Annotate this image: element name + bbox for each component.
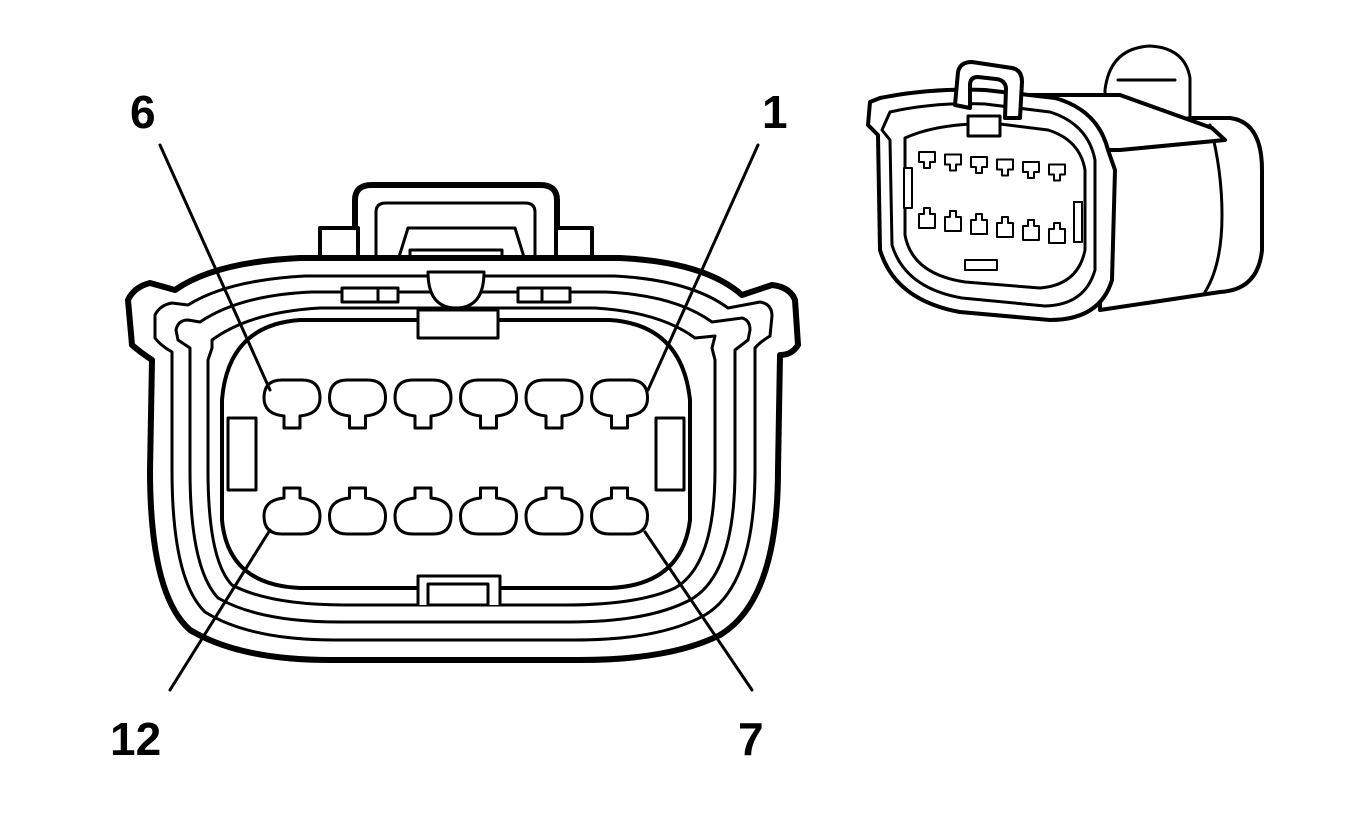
cavity-10 [393,486,453,536]
connector-perspective-view [866,44,1264,322]
side-slot-right [654,416,686,492]
cavity-12 [262,486,322,536]
pin-label-12: 12 [110,713,161,765]
perspective-cavity-row-bottom [918,207,1066,244]
connector-face [220,318,692,590]
leader-line-1 [646,143,760,392]
perspective-cavity-top [944,153,962,172]
cavity-4 [393,378,453,430]
perspective-cavity-bottom [1048,222,1066,244]
pin-callouts: 6 1 12 7 [110,86,788,765]
perspective-cavity-top [970,156,988,174]
perspective-cavity-top [1022,161,1040,179]
connector-face-view [125,182,801,663]
cavity-row-bottom [262,486,649,536]
cavity-2 [524,378,584,430]
pin-label-7: 7 [738,713,764,765]
cavity-8 [524,486,584,536]
perspective-cavity-bottom [996,216,1014,238]
face-top-notch [426,270,486,310]
perspective-cavity-bottom [918,207,936,229]
pin-label-1: 1 [762,86,788,138]
perspective-cavity-row-top [918,151,1066,182]
perspective-cavity-bottom [970,213,988,235]
perspective-cavity-bottom [944,210,962,232]
leader-line-7 [643,530,754,692]
cavity-5 [328,378,387,430]
perspective-cavity-top [996,158,1014,177]
cavity-9 [459,486,518,536]
cavity-11 [328,486,387,536]
leader-line-12 [168,528,272,692]
cavity-7 [590,486,649,536]
cavity-row-top [262,378,649,430]
leader-line-6 [158,143,272,392]
perspective-cavity-top [918,151,936,169]
cavity-3 [459,378,518,430]
cavity-6 [262,378,322,430]
cavity-1 [590,378,649,430]
side-slot-left [226,416,258,492]
perspective-cavity-top [1048,163,1066,182]
perspective-cavity-bottom [1022,219,1040,241]
pin-label-6: 6 [130,86,156,138]
